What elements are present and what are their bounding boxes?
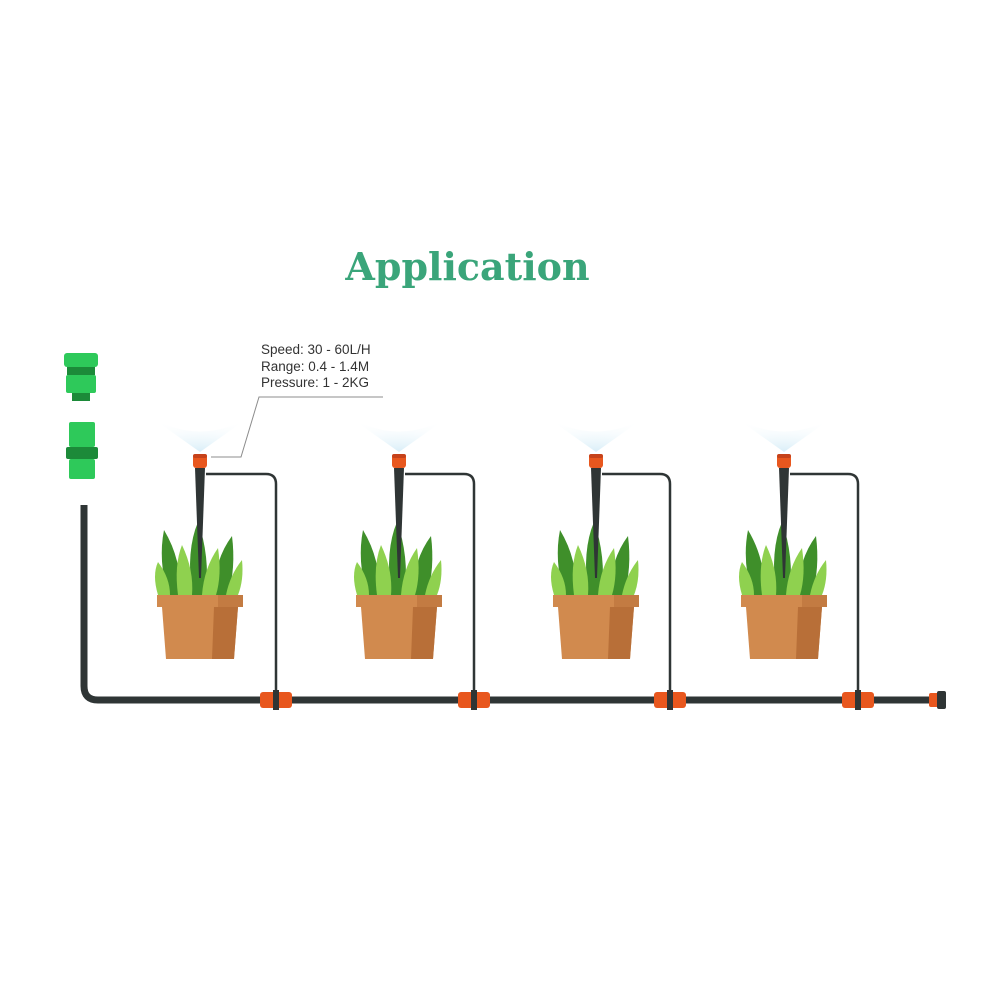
- spec-callout: Speed: 30 - 60L/H Range: 0.4 - 1.4M Pres…: [261, 342, 371, 392]
- end-plug-icon: [929, 691, 946, 709]
- station-3: [548, 418, 686, 710]
- potted-plant-icon: [155, 522, 243, 659]
- spec-pressure: Pressure: 1 - 2KG: [261, 375, 370, 390]
- tee-fitting-icon: [260, 690, 292, 710]
- station-4: [736, 418, 874, 710]
- drip-stake-sprinkler-icon: [589, 454, 603, 578]
- micro-tube: [602, 472, 672, 695]
- potted-plant-icon: [354, 522, 442, 659]
- micro-tube: [206, 472, 278, 695]
- micro-tube: [790, 472, 860, 695]
- mist-spray: [351, 418, 447, 452]
- drip-stake-sprinkler-icon: [777, 454, 791, 578]
- station-2: [351, 418, 490, 710]
- micro-tube: [405, 472, 476, 695]
- tee-fitting-icon: [458, 690, 490, 710]
- main-supply-pipe: [80, 505, 935, 704]
- tee-fitting-icon: [842, 690, 874, 710]
- tee-fitting-icon: [654, 690, 686, 710]
- potted-plant-icon: [551, 522, 639, 659]
- spec-callout-leader: [211, 396, 383, 458]
- mist-spray: [548, 418, 644, 452]
- station-1: [152, 418, 292, 710]
- drip-stake-sprinkler-icon: [392, 454, 406, 578]
- mist-spray: [152, 418, 248, 452]
- potted-plant-icon: [739, 522, 827, 659]
- spec-range: Range: 0.4 - 1.4M: [261, 358, 370, 374]
- spec-speed: Speed: 30 - 60L/H: [261, 342, 371, 357]
- mist-spray: [736, 418, 832, 452]
- drip-stake-sprinkler-icon: [193, 454, 207, 578]
- page-title: Application: [345, 244, 590, 289]
- hose-quick-connector-icon: [66, 422, 98, 479]
- hose-faucet-connector-icon: [64, 353, 98, 401]
